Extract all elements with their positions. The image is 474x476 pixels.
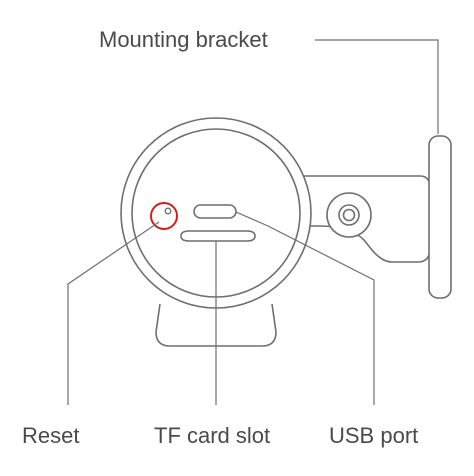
- reset-button: [150, 202, 178, 230]
- bracket-plate: [428, 135, 452, 299]
- reset-highlight-ring: [150, 202, 178, 230]
- callout-labels: Mounting bracket Reset TF card slot USB …: [22, 27, 418, 448]
- label-reset: Reset: [22, 423, 79, 448]
- label-mounting-bracket: Mounting bracket: [99, 27, 268, 52]
- leader-usb-port: [235, 211, 375, 405]
- usb-port-slot: [193, 204, 237, 219]
- bracket-pivot: [326, 192, 372, 238]
- pivot-center: [342, 208, 356, 222]
- leader-lines: [67, 39, 439, 405]
- tf-card-slot-shape: [180, 230, 256, 242]
- label-usb-port: USB port: [329, 423, 418, 448]
- label-tf-card-slot: TF card slot: [154, 423, 270, 448]
- leader-mounting-bracket: [315, 39, 439, 134]
- reset-pinhole: [164, 207, 172, 215]
- leader-reset: [67, 221, 160, 405]
